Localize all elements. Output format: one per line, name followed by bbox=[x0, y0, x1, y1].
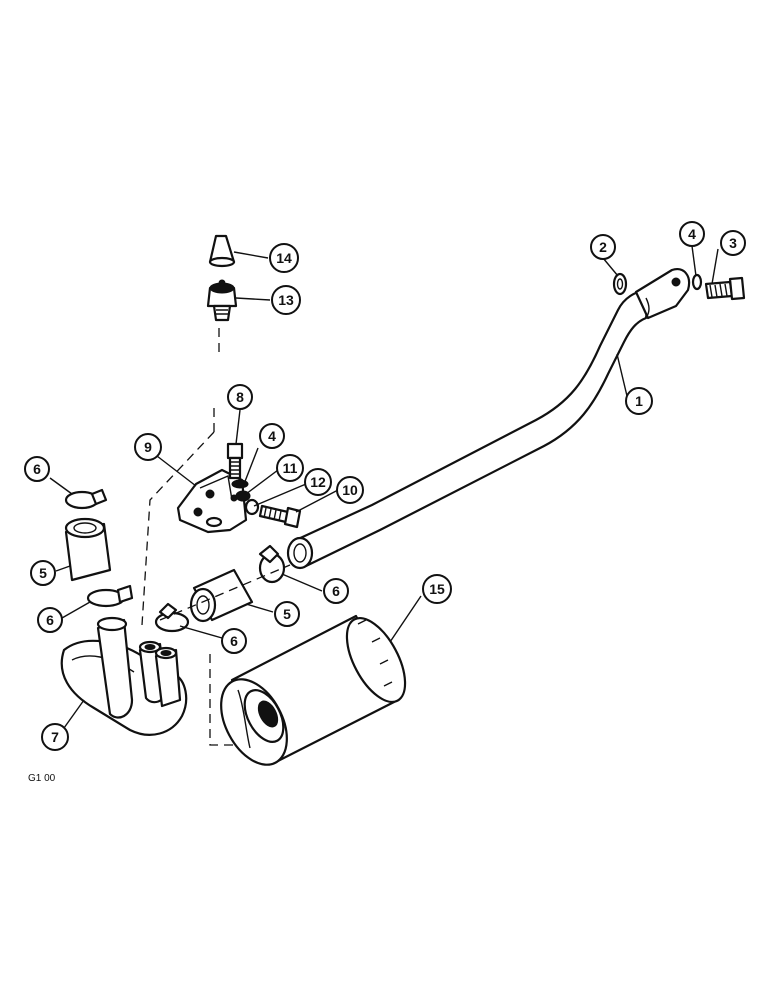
pressure-sender-13 bbox=[206, 279, 238, 322]
callout-2: 2 bbox=[590, 234, 616, 260]
callout-5-lower-label: 5 bbox=[283, 606, 291, 622]
callout-9: 9 bbox=[134, 433, 162, 461]
hose-clamp-6-left bbox=[86, 584, 134, 608]
callout-6-lower-label: 6 bbox=[230, 633, 238, 649]
leader-lines bbox=[49, 245, 719, 729]
callout-12-label: 12 bbox=[310, 474, 326, 490]
callout-9-label: 9 bbox=[144, 439, 152, 455]
callout-14-label: 14 bbox=[276, 250, 292, 266]
adapter-7 bbox=[60, 616, 188, 736]
callout-1-label: 1 bbox=[635, 393, 643, 409]
figure-code: G1 00 bbox=[28, 773, 56, 784]
washer-4-lower bbox=[231, 479, 249, 489]
callout-12: 12 bbox=[304, 468, 332, 496]
callout-6-lower: 6 bbox=[221, 628, 247, 654]
callout-1: 1 bbox=[625, 387, 653, 415]
callout-4-lower-label: 4 bbox=[268, 428, 276, 444]
callout-11-label: 11 bbox=[283, 460, 298, 476]
callout-10-label: 10 bbox=[342, 482, 358, 498]
washer-4-upper bbox=[691, 273, 703, 291]
callout-6-upper: 6 bbox=[24, 456, 50, 482]
oil-filter-15 bbox=[220, 614, 407, 766]
callout-11: 11 bbox=[276, 454, 304, 482]
hose-clamp-6-upper bbox=[64, 488, 108, 510]
bolt-3 bbox=[704, 276, 746, 301]
callout-8: 8 bbox=[227, 384, 253, 410]
hose-clamp-6-right bbox=[258, 544, 286, 584]
callout-4-lower: 4 bbox=[259, 423, 285, 449]
callout-13-label: 13 bbox=[278, 292, 294, 308]
oil-tube bbox=[286, 268, 691, 570]
callout-15: 15 bbox=[422, 574, 452, 604]
callout-4-upper-label: 4 bbox=[688, 226, 696, 242]
callout-5-lower: 5 bbox=[274, 601, 300, 627]
callout-10: 10 bbox=[336, 476, 364, 504]
hose-5-upper bbox=[64, 517, 112, 582]
callout-6-left: 6 bbox=[37, 607, 63, 633]
callout-6-left-label: 6 bbox=[46, 612, 54, 628]
callout-7: 7 bbox=[41, 723, 69, 751]
callout-6-right: 6 bbox=[323, 578, 349, 604]
bolt-8 bbox=[226, 442, 244, 480]
callout-7-label: 7 bbox=[51, 729, 59, 745]
callout-4-upper: 4 bbox=[679, 221, 705, 247]
washer-2 bbox=[612, 272, 628, 296]
callout-5-upper: 5 bbox=[30, 560, 56, 586]
callout-6-upper-label: 6 bbox=[33, 461, 41, 477]
hose-5-lower bbox=[189, 568, 254, 623]
callout-15-label: 15 bbox=[429, 581, 445, 597]
callout-3: 3 bbox=[720, 230, 746, 256]
callout-5-upper-label: 5 bbox=[39, 565, 47, 581]
callout-8-label: 8 bbox=[236, 389, 244, 405]
callout-2-label: 2 bbox=[599, 239, 607, 255]
washer-12 bbox=[244, 498, 260, 516]
callout-6-right-label: 6 bbox=[332, 583, 340, 599]
callout-13: 13 bbox=[271, 285, 301, 315]
cap-14 bbox=[208, 234, 236, 268]
callout-14: 14 bbox=[269, 243, 299, 273]
bolt-10 bbox=[258, 504, 302, 529]
callout-3-label: 3 bbox=[729, 235, 737, 251]
